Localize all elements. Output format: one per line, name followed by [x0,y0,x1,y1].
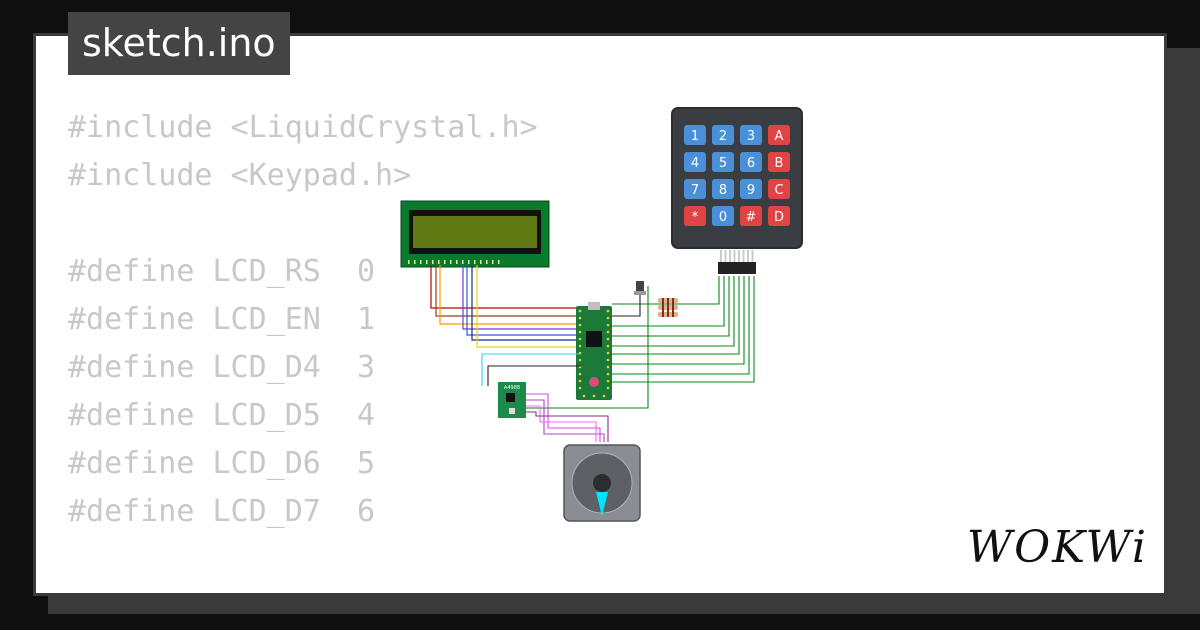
code-line: #define LCD_D6 5 [68,446,376,481]
keypad-wires [511,276,755,409]
keypad-key[interactable]: C [768,179,790,199]
lcd-wires [430,265,581,348]
stepper-motor[interactable] [563,444,641,522]
keypad-key[interactable]: 0 [712,206,734,226]
circuit-diagram: 1 2 3 A 4 5 6 B 7 8 9 C * 0 # D A4988 [400,107,803,522]
code-line: #define DIR_PIN 8 [68,584,538,593]
code-line: #include <Keypad.h> [68,158,412,193]
driver-label: A4988 [504,385,520,391]
driver-wires [481,353,609,442]
keypad-key[interactable]: 1 [684,125,706,145]
keypad-key-label: D [774,210,784,225]
a4988-driver[interactable]: A4988 [498,382,526,418]
keypad-key-label: 8 [719,183,727,198]
keypad-key[interactable]: # [740,206,762,226]
keypad-key-label: 6 [747,156,755,171]
code-line: #define LCD_D7 6 [68,494,376,529]
keypad-key-label: 1 [691,129,699,144]
keypad-key[interactable]: 3 [740,125,762,145]
membrane-keypad[interactable]: 1 2 3 A 4 5 6 B 7 8 9 C * 0 # D [671,107,803,274]
slide-switch[interactable] [634,281,646,295]
keypad-key[interactable]: 2 [712,125,734,145]
keypad-key[interactable]: * [684,206,706,226]
code-editor: #include <LiquidCrystal.h> #include <Keyp… [68,104,538,593]
keypad-key-label: * [692,210,699,225]
keypad-key[interactable]: 4 [684,152,706,172]
keypad-key-label: B [775,156,784,171]
code-line: #define LCD_D5 4 [68,398,376,433]
keypad-key[interactable]: 9 [740,179,762,199]
keypad-key[interactable]: A [768,125,790,145]
keypad-key-label: 5 [719,156,727,171]
lcd-display[interactable] [400,200,550,268]
keypad-key[interactable]: B [768,152,790,172]
keypad-key-label: 7 [691,183,699,198]
keypad-key-label: C [774,183,783,198]
keypad-key-label: 9 [747,183,755,198]
keypad-key[interactable]: D [768,206,790,226]
keypad-key[interactable]: 5 [712,152,734,172]
code-line: #define LCD_EN 1 [68,302,376,337]
keypad-key-label: 0 [719,210,727,225]
keypad-key[interactable]: 6 [740,152,762,172]
code-line: #define LCD_D4 3 [68,350,376,385]
resistors [658,298,678,317]
code-line: #define LCD_RS 0 [68,254,376,289]
keypad-key-label: 4 [691,156,699,171]
pico-board[interactable] [576,302,612,400]
keypad-key-label: # [746,210,757,225]
project-preview-card: #include <LiquidCrystal.h> #include <Keyp… [33,33,1167,596]
keypad-key-label: 2 [719,129,727,144]
keypad-key-label: A [775,129,784,144]
keypad-key[interactable]: 8 [712,179,734,199]
keypad-key[interactable]: 7 [684,179,706,199]
file-tab[interactable]: sketch.ino [68,12,290,75]
keypad-key-label: 3 [747,129,755,144]
wokwi-logo: WOKWi [966,522,1148,573]
code-line: #include <LiquidCrystal.h> [68,110,538,145]
